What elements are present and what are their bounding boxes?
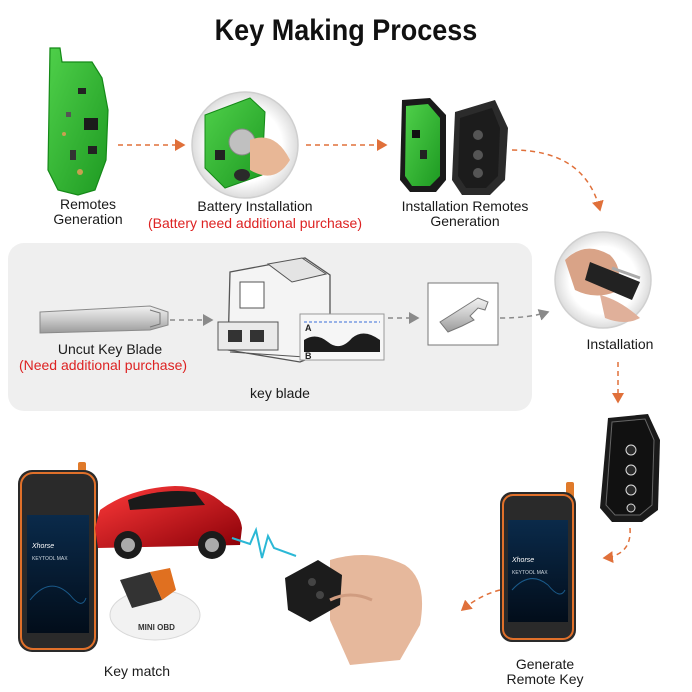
label-key-match: Key match (103, 663, 171, 679)
battery-installation-image (191, 91, 299, 199)
device-model-left: KEYTOOL MAX (32, 556, 68, 562)
keytool-device-left: Xhorse KEYTOOL MAX (18, 462, 98, 652)
label-battery-note: (Battery need additional purchase) (147, 215, 363, 231)
blade-mark-b: B (305, 351, 312, 361)
cut-key-blade-image (427, 282, 499, 346)
label-remotes-generation-line1: Remotes (59, 196, 117, 212)
label-installation-remotes-line2: Generation (430, 213, 500, 229)
uncut-key-blade-image (39, 305, 169, 334)
label-uncut-note: (Need additional purchase) (18, 357, 188, 373)
label-remotes-generation-line2: Generation (53, 211, 123, 227)
red-car-image (95, 486, 242, 559)
label-installation: Installation (586, 336, 654, 352)
label-installation-remotes: Installation Remotes Generation (385, 199, 545, 229)
device-brand-right: Xhorse (511, 557, 534, 564)
flow-arrows (118, 139, 631, 611)
label-key-blade: key blade (250, 385, 310, 401)
signal-wave (231, 526, 297, 559)
mini-obd-label: MINI OBD (138, 623, 175, 632)
pcb-board-image (47, 47, 109, 196)
label-generate-remote-key-line1: Generate (515, 656, 575, 672)
page-title: Key Making Process (214, 14, 478, 47)
blade-profile-inset: A B (299, 313, 385, 361)
keytool-device-right: Xhorse KEYTOOL MAX (500, 482, 576, 642)
installation-image (554, 231, 652, 329)
label-battery-installation: Battery Installation (197, 198, 313, 214)
device-model-right: KEYTOOL MAX (512, 570, 548, 576)
label-remotes-generation: Remotes Generation (38, 197, 138, 227)
label-installation-remotes-line1: Installation Remotes (401, 198, 529, 214)
remote-shell-image (400, 98, 508, 195)
device-brand-left: Xhorse (31, 543, 54, 550)
label-generate-remote-key: Generate Remote Key (490, 657, 600, 687)
blade-mark-a: A (305, 323, 312, 333)
hand-with-key-image (285, 555, 423, 665)
smart-key-image (600, 414, 660, 522)
mini-obd-image: MINI OBD (109, 568, 201, 641)
label-generate-remote-key-line2: Remote Key (506, 671, 584, 687)
label-uncut-key-blade: Uncut Key Blade (57, 341, 163, 357)
